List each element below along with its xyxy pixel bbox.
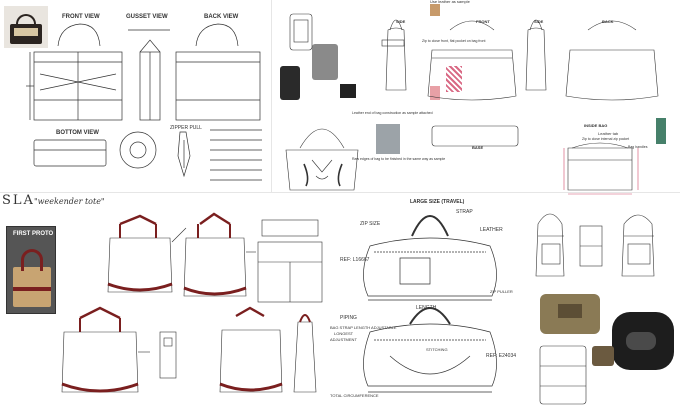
large-size-label: LARGE SIZE (TRAVEL) [410,199,465,205]
longest-label: LONGEST [334,331,354,336]
weekender-subtitle: "weekender tote" [34,197,105,206]
panel-weekender-tote: SLA "weekender tote" FIRST PROTO [0,192,330,409]
backpack-photo-2 [312,44,338,80]
gusset-view-label: GUSSET VIEW [126,14,168,20]
note-zip: Zip to close front, flat pocket on bag f… [422,39,486,43]
leather-label: LEATHER [480,227,503,233]
tech-drawing-a-lines [26,23,262,181]
panel-backpack-duffel [530,196,680,409]
note-color: Leather end of bag construction as sampl… [352,111,433,115]
backpack-photo-1 [280,66,300,100]
first-proto-label: FIRST PROTO [13,231,54,237]
front-view-label: FRONT VIEW [62,14,100,20]
panel-tech-drawing-a: FRONT VIEW GUSSET VIEW BACK VIEW BOTTOM … [0,0,272,192]
duffel-photo-2 [612,312,674,370]
strap-length-label: BAG STRAP LENGTH ADJUSTABLE [330,325,397,330]
note-edge: Raw edges of bag to be finished in the s… [352,157,446,161]
duffel-photo-1 [540,294,600,334]
zip-pull-label: ZIP PULLER [490,289,513,294]
pouch-photo [340,84,356,98]
leather-swatch [430,4,440,16]
panel-travel-bag: LARGE SIZE (TRAVEL) STRAP LEATHER ZIP SI… [330,196,530,409]
backpack-lines [535,213,655,405]
pink-swatch [430,86,440,100]
total-circ-label: TOTAL CIRCUMFERENCE [330,393,379,398]
back-view-label: BACK VIEW [204,14,239,20]
bag-photo-thumbnail [4,6,48,48]
pink-pattern [446,66,462,92]
tech-pack-b-lines [285,13,659,195]
weekender-tote-drawings [61,212,323,393]
note-top: Use leather as sample [430,0,470,4]
ref1-label: REF: L16667 [340,257,370,263]
sla-title: SLA [2,193,35,208]
side-label-1: SIDE [396,19,406,24]
bottom-view-label: BOTTOM VIEW [56,130,99,136]
strap-label: STRAP [456,209,473,215]
adjustment-label: ADJUSTMENT [330,337,357,342]
stitching-label: STITCHING [426,347,448,352]
front-label: FRONT [476,19,490,24]
travel-bag-lines [363,215,497,393]
duffel-photo-3 [592,346,614,366]
finish-photo [376,124,400,154]
note-lining: Zip to close internal zip pocket [582,137,630,141]
zip-size-label: ZIP SIZE [360,221,381,227]
handle-photo [656,118,666,144]
piping-label: PIPING [340,315,357,321]
divider-vertical [271,0,272,192]
panel-tech-pack-b: Use leather as sample SIDE FRONT SIDE BA… [272,0,680,196]
divider-horizontal [0,192,680,193]
first-proto-photo: FIRST PROTO [6,226,56,314]
leather-tab-label: Leather tab [598,131,619,136]
base-label: BASE [472,145,484,150]
ref2-label: REF: E24034 [486,353,517,359]
inside-bag-label: INSIDE BAG [584,123,608,128]
zipper-pull-label: ZIPPER PULL [170,125,202,131]
note-handles: Bag handles [628,145,648,149]
